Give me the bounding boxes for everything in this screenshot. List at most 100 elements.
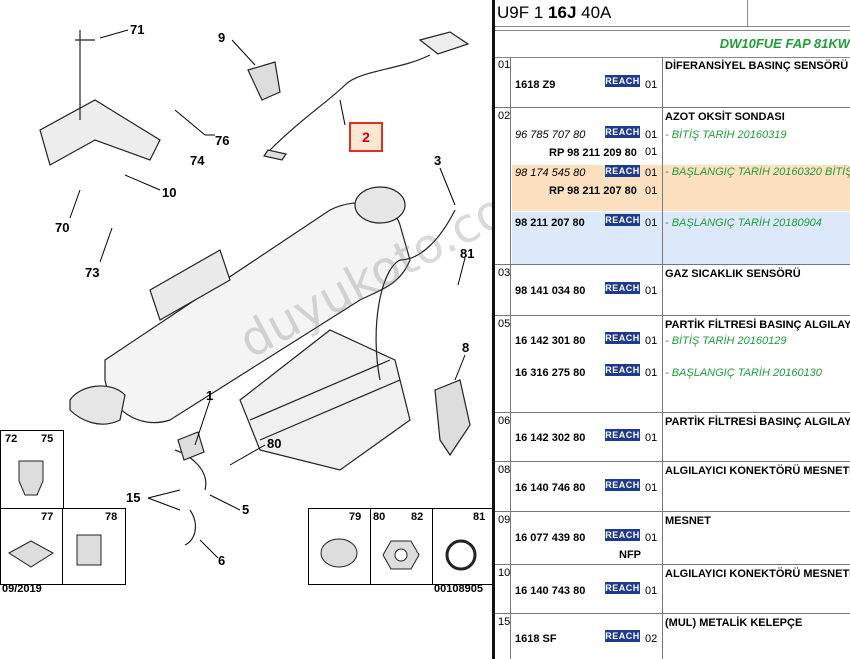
table-row[interactable]: 15 1618 SF REACH 02 (MUL) METALİK KELEPÇ… bbox=[495, 614, 850, 659]
part-qty: 01 bbox=[645, 432, 658, 444]
table-row[interactable]: 02 AZOT OKSİT SONDASI - BİTİŞ TARİH 2016… bbox=[495, 108, 850, 265]
part-number[interactable]: 16 140 746 80 bbox=[515, 482, 586, 494]
exhaust-drawing bbox=[39, 29, 471, 559]
clamp-icon bbox=[320, 538, 358, 568]
reach-badge: REACH bbox=[605, 214, 640, 226]
row-highlight-orange bbox=[512, 165, 850, 211]
part-number[interactable]: RP 98 211 207 80 bbox=[549, 185, 637, 197]
callout-76: 76 bbox=[215, 133, 230, 148]
part-note: - BAŞLANGIÇ TARİH 20160320 BİTİŞ bbox=[665, 166, 850, 178]
part-qty: 01 bbox=[645, 185, 658, 197]
part-number[interactable]: RP 98 211 209 80 bbox=[549, 147, 637, 159]
inset-77: 77 bbox=[0, 508, 64, 585]
callout-9: 9 bbox=[218, 30, 226, 45]
reach-badge: REACH bbox=[605, 479, 640, 491]
inset-label-79: 79 bbox=[349, 511, 362, 523]
part-note: - BİTİŞ TARİH 20160319 bbox=[665, 129, 787, 141]
part-number[interactable]: 16 316 275 80 bbox=[515, 367, 586, 379]
inset-label-78: 78 bbox=[105, 511, 118, 523]
inset-label-77: 77 bbox=[41, 511, 54, 523]
row-desc: DİFERANSİYEL BASINÇ SENSÖRÜ bbox=[662, 57, 850, 107]
row-title: GAZ SICAKLIK SENSÖRÜ bbox=[665, 268, 801, 280]
inset-78: 78 bbox=[62, 508, 126, 585]
part-qty: 01 bbox=[645, 367, 658, 379]
part-number[interactable]: 16 142 302 80 bbox=[515, 432, 586, 444]
table-row[interactable]: 01 1618 Z9 REACH 01 DİFERANSİYEL BASINÇ … bbox=[495, 57, 850, 108]
row-desc: GAZ SICAKLIK SENSÖRÜ bbox=[662, 265, 850, 315]
table-row[interactable]: 06 16 142 302 80 REACH 01 PARTİK FİLTRES… bbox=[495, 413, 850, 462]
inset-72-75: 72 75 bbox=[0, 430, 64, 510]
inset-80-82: 80 82 bbox=[370, 508, 434, 585]
inset-label-72: 72 bbox=[5, 433, 18, 445]
reach-badge: REACH bbox=[605, 282, 640, 294]
callout-1: 1 bbox=[206, 388, 214, 403]
nut-icon bbox=[382, 540, 420, 570]
row-title: ALGILAYICI KONEKTÖRÜ MESNETİ bbox=[665, 465, 850, 477]
part-number[interactable]: 16 142 301 80 bbox=[515, 335, 586, 347]
row-desc: (MUL) METALİK KELEPÇE bbox=[662, 614, 850, 659]
engine-label: DW10FUE FAP 81KW bbox=[495, 30, 850, 58]
parts-table: U9F 1 16J 40A DW10FUE FAP 81KW 01 1618 Z… bbox=[495, 0, 850, 659]
table-row[interactable]: 08 16 140 746 80 REACH 01 ALGILAYICI KON… bbox=[495, 462, 850, 512]
part-qty: 01 bbox=[645, 482, 658, 494]
reach-badge: REACH bbox=[605, 75, 640, 87]
part-number[interactable]: 98 211 207 80 bbox=[515, 217, 585, 229]
row-title: PARTİK FİLTRESİ BASINÇ ALGILAYICI bbox=[665, 319, 850, 331]
row-desc: MESNET bbox=[662, 512, 850, 564]
clip-icon bbox=[18, 460, 44, 496]
callout-5: 5 bbox=[242, 502, 250, 517]
part-qty: 01 bbox=[645, 585, 658, 597]
table-row[interactable]: 03 98 141 034 80 REACH 01 GAZ SICAKLIK S… bbox=[495, 265, 850, 316]
callout-3: 3 bbox=[434, 153, 442, 168]
highlighted-callout-2[interactable]: 2 bbox=[349, 122, 383, 152]
part-qty: 01 bbox=[645, 285, 658, 297]
part-number[interactable]: 16 140 743 80 bbox=[515, 585, 586, 597]
part-number[interactable]: 1618 Z9 bbox=[515, 79, 556, 91]
reach-badge: REACH bbox=[605, 165, 640, 177]
callout-15: 15 bbox=[126, 490, 141, 505]
callout-71: 71 bbox=[130, 22, 145, 37]
part-number[interactable]: 16 077 439 80 bbox=[515, 532, 586, 544]
table-row[interactable]: 05 16 142 301 80 REACH 01 16 316 275 80 … bbox=[495, 316, 850, 413]
inset-label-82: 82 bbox=[411, 511, 424, 523]
panel-divider bbox=[492, 0, 495, 659]
nfp-label: NFP bbox=[619, 549, 641, 561]
part-note: - BAŞLANGIÇ TARİH 20160130 bbox=[665, 367, 822, 379]
reach-badge: REACH bbox=[605, 582, 640, 594]
part-qty: 01 bbox=[645, 146, 658, 158]
row-ref: 05 bbox=[495, 316, 511, 412]
row-ref: 06 bbox=[495, 413, 511, 461]
callout-10: 10 bbox=[162, 185, 177, 200]
part-qty: 02 bbox=[645, 633, 658, 645]
part-note: - BİTİŞ TARİH 20160129 bbox=[665, 335, 787, 347]
reach-badge: REACH bbox=[605, 630, 640, 642]
model-code-bold: 16J bbox=[548, 3, 577, 22]
table-row[interactable]: 10 16 140 743 80 REACH 01 ALGILAYICI KON… bbox=[495, 565, 850, 614]
part-number[interactable]: 96 785 707 80 bbox=[515, 129, 586, 141]
part-qty: 01 bbox=[645, 532, 658, 544]
diagram-date: 09/2019 bbox=[2, 583, 42, 595]
row-ref: 10 bbox=[495, 565, 511, 613]
reach-badge: REACH bbox=[605, 332, 640, 344]
row-title: (MUL) METALİK KELEPÇE bbox=[665, 617, 803, 629]
callout-81: 81 bbox=[460, 246, 475, 261]
reach-badge: REACH bbox=[605, 364, 640, 376]
row-highlight-blue bbox=[512, 212, 850, 264]
inset-label-81: 81 bbox=[473, 511, 486, 523]
row-desc: ALGILAYICI KONEKTÖRÜ MESNETİ bbox=[662, 462, 850, 511]
inset-label-80: 80 bbox=[373, 511, 386, 523]
part-number[interactable]: 98 141 034 80 bbox=[515, 285, 586, 297]
part-number[interactable]: 98 174 545 80 bbox=[515, 167, 586, 179]
row-title: DİFERANSİYEL BASINÇ SENSÖRÜ bbox=[665, 60, 849, 72]
row-ref: 03 bbox=[495, 265, 511, 315]
row-ref: 08 bbox=[495, 462, 511, 511]
part-qty: 01 bbox=[645, 129, 658, 141]
table-row[interactable]: 09 16 077 439 80 REACH 01 NFP MESNET bbox=[495, 512, 850, 565]
row-title: AZOT OKSİT SONDASI bbox=[665, 111, 785, 123]
reach-badge: REACH bbox=[605, 429, 640, 441]
callout-80: 80 bbox=[267, 436, 282, 451]
row-ref: 02 bbox=[495, 108, 511, 264]
part-number[interactable]: 1618 SF bbox=[515, 633, 557, 645]
part-qty: 01 bbox=[645, 79, 658, 91]
model-code: U9F 1 16J 40A bbox=[495, 0, 747, 27]
